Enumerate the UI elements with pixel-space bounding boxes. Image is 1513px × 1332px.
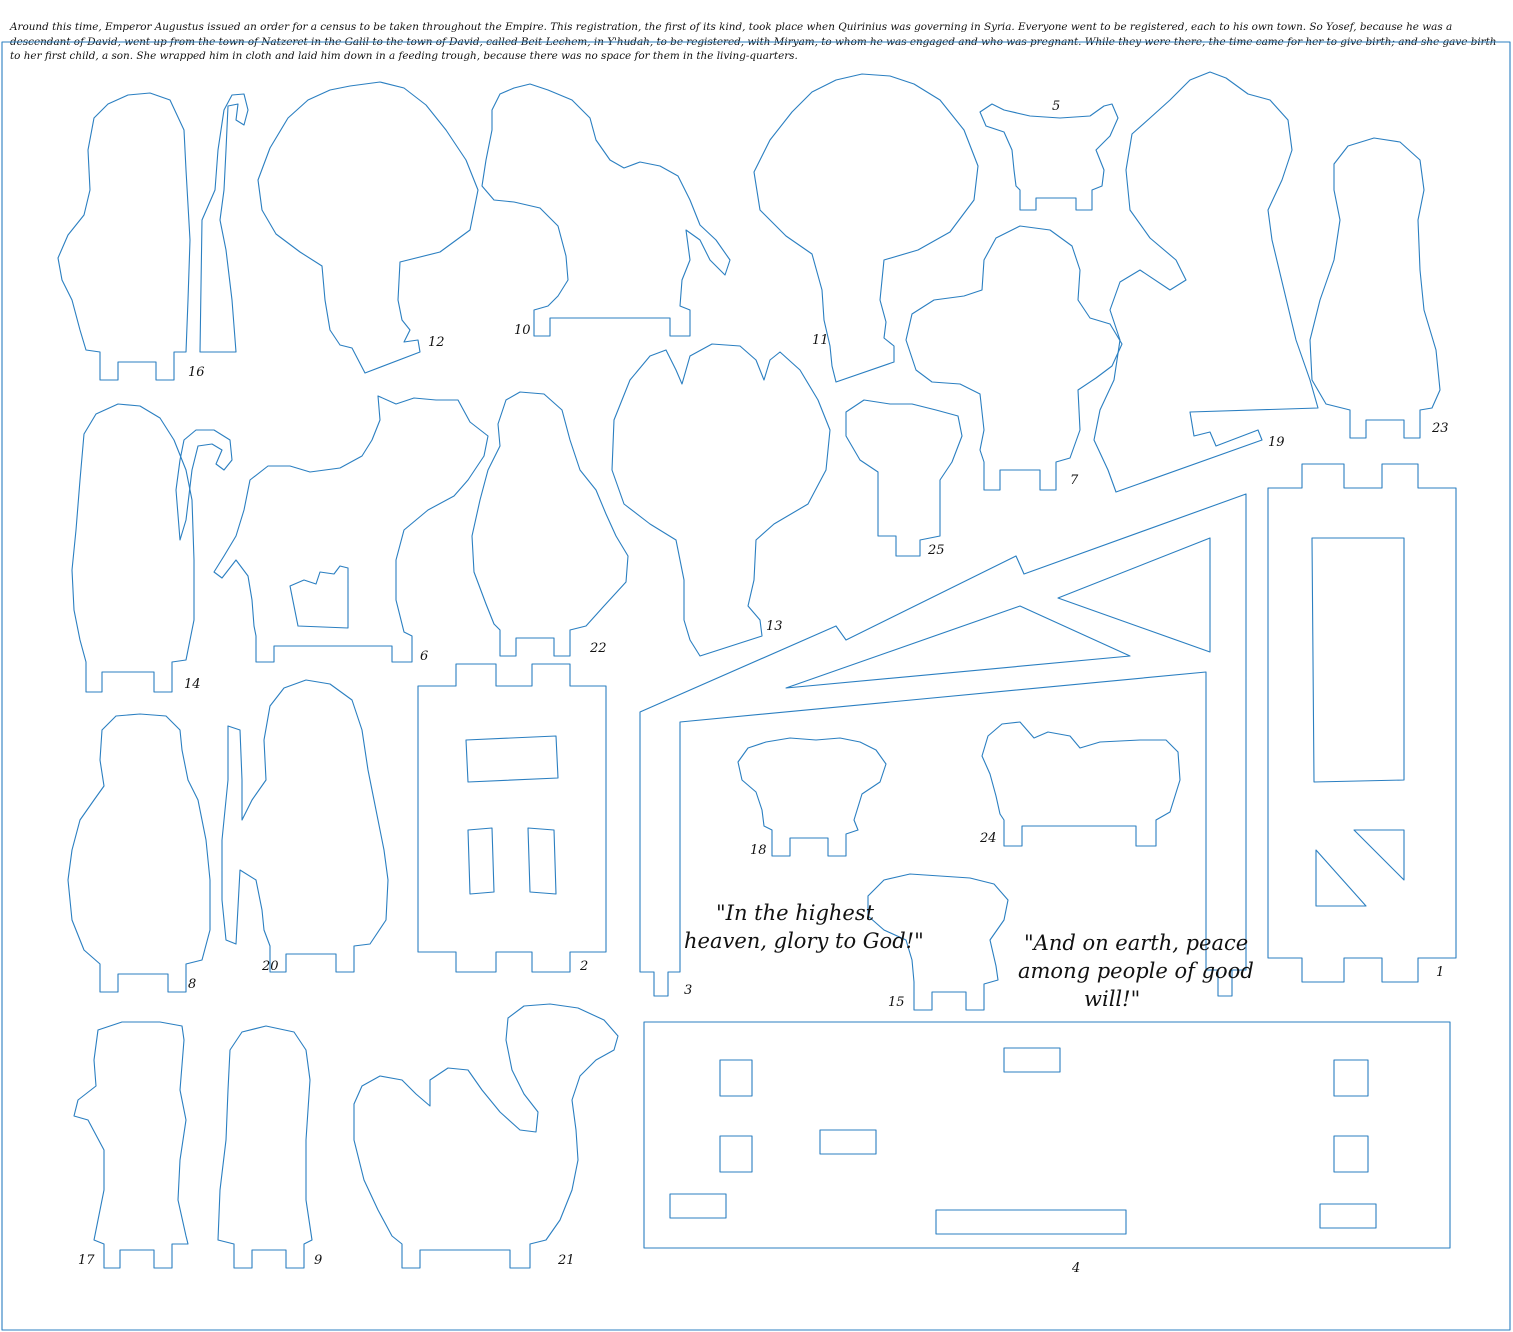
quote-highest-line2: heaven, glory to God!" xyxy=(684,929,924,953)
piece-8-label: 8 xyxy=(188,977,196,992)
piece-15-label: 15 xyxy=(888,995,905,1010)
quote-earth-line2: among people of good xyxy=(1018,959,1254,983)
piece-18-sheep: 18 xyxy=(737,737,887,858)
piece-22-label: 22 xyxy=(589,641,607,656)
piece-23-label: 23 xyxy=(1431,421,1449,436)
piece-3-label: 3 xyxy=(684,983,692,998)
piece-17-figure: 17 xyxy=(73,1021,189,1269)
piece-6-ox-with-trough: 6 xyxy=(213,395,489,664)
piece-5-manger: 5 xyxy=(979,99,1119,211)
piece-14-label: 14 xyxy=(184,677,201,692)
piece-7-figure-with-sheep: 7 xyxy=(905,225,1123,491)
piece-25-label: 25 xyxy=(927,543,945,558)
piece-7-label: 7 xyxy=(1070,473,1079,488)
piece-16-shepherd-with-crook: 16 xyxy=(57,92,249,381)
piece-15-sheep: 15 xyxy=(867,873,1009,1011)
piece-4-label: 4 xyxy=(1071,1261,1080,1276)
piece-9-label: 9 xyxy=(314,1253,322,1268)
piece-11-angel: 11 xyxy=(753,73,979,383)
piece-2-label: 2 xyxy=(579,959,588,974)
piece-2-building-wall: 2 xyxy=(417,663,607,974)
piece-21-camel: 21 xyxy=(353,1003,619,1269)
piece-24-baby-in-manger: 24 xyxy=(979,721,1181,847)
piece-21-label: 21 xyxy=(557,1253,575,1268)
piece-23-standing-figure: 23 xyxy=(1309,137,1449,439)
piece-24-label: 24 xyxy=(979,831,997,846)
piece-20-label: 20 xyxy=(261,959,279,974)
piece-1-label: 1 xyxy=(1436,965,1444,980)
piece-1-side-wall: 1 xyxy=(1267,463,1457,983)
piece-6-label: 6 xyxy=(420,649,428,664)
sheet-border xyxy=(1,41,1511,1331)
quote-earth-line1: "And on earth, peace xyxy=(1024,931,1248,955)
piece-11-label: 11 xyxy=(812,333,829,348)
piece-25-small-stand: 25 xyxy=(845,399,963,558)
piece-14-shepherd-with-crook: 14 xyxy=(71,403,233,693)
piece-17-label: 17 xyxy=(78,1253,95,1268)
piece-19-tall-figure: 19 xyxy=(1093,71,1319,493)
piece-16-label: 16 xyxy=(188,365,205,380)
piece-22-figure: 22 xyxy=(471,391,629,657)
piece-18-label: 18 xyxy=(750,843,767,858)
piece-5-label: 5 xyxy=(1052,99,1060,114)
piece-10-label: 10 xyxy=(514,323,531,338)
quote-highest-line1: "In the highest xyxy=(716,901,875,925)
piece-12-label: 12 xyxy=(428,335,445,350)
piece-8-standing-figure: 8 xyxy=(67,713,211,993)
piece-3-stable-frame: 3 xyxy=(639,493,1247,998)
piece-9-figure: 9 xyxy=(217,1025,322,1269)
piece-10-donkey: 10 xyxy=(481,83,731,338)
piece-13-tall-angel: 13 xyxy=(611,343,831,657)
piece-13-label: 13 xyxy=(766,619,783,634)
quote-earth-line3: will!" xyxy=(1084,987,1140,1011)
piece-12-angel: 12 xyxy=(257,81,479,374)
piece-4-base-plate: 4 xyxy=(643,1021,1451,1276)
piece-20-figure-with-staff: 20 xyxy=(221,679,389,974)
piece-19-label: 19 xyxy=(1268,435,1285,450)
